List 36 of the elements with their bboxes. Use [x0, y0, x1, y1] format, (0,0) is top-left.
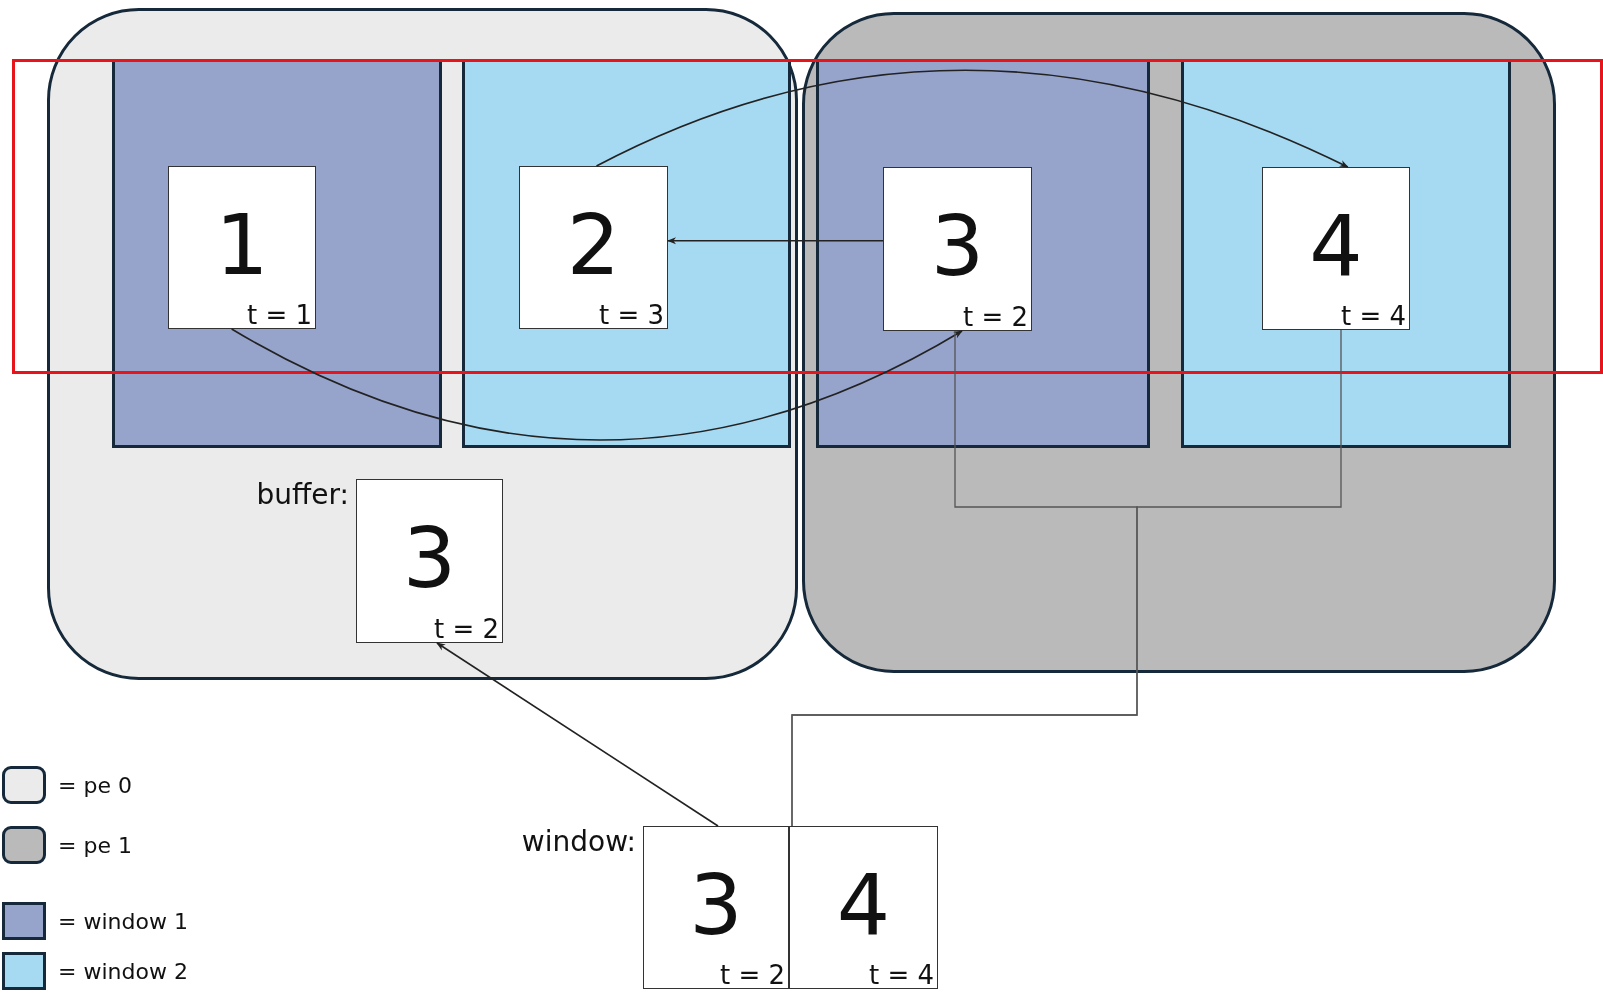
legend-label: = window 1	[58, 908, 188, 934]
time-label: t = 4	[1340, 302, 1406, 331]
cell-caption: buffer:	[256, 478, 349, 511]
time-label: t = 1	[246, 301, 312, 330]
window-column	[1181, 59, 1511, 448]
time-label: t = 2	[433, 615, 499, 644]
value-number: 2	[565, 203, 622, 287]
rounded-container	[47, 8, 798, 680]
legend-label: = window 2	[58, 958, 188, 984]
window-column	[112, 59, 442, 448]
value-cell	[789, 826, 938, 989]
value-number: 1	[214, 203, 270, 287]
value-number: 4	[1308, 204, 1364, 288]
value-number: 4	[835, 863, 892, 947]
window-column	[816, 59, 1150, 448]
rounded-container	[802, 12, 1556, 673]
time-label: t = 4	[868, 961, 934, 990]
value-cell	[1262, 167, 1410, 330]
arrow	[436, 642, 719, 827]
value-cell	[519, 166, 668, 329]
value-cell	[883, 167, 1032, 331]
window-column	[462, 59, 791, 448]
cell-caption: window:	[521, 825, 636, 858]
legend-label: = pe 0	[58, 772, 132, 798]
value-number: 3	[929, 204, 986, 288]
time-label: t = 2	[962, 303, 1028, 332]
time-label: t = 2	[719, 961, 785, 990]
connector-line	[791, 329, 1342, 827]
value-cell	[168, 166, 316, 329]
value-number: 3	[401, 516, 458, 600]
time-label: t = 3	[598, 301, 664, 330]
legend-label: = pe 1	[58, 832, 132, 858]
arrow	[230, 328, 963, 441]
arrow	[667, 237, 884, 245]
arrow	[595, 69, 1349, 168]
value-number: 3	[688, 863, 744, 947]
